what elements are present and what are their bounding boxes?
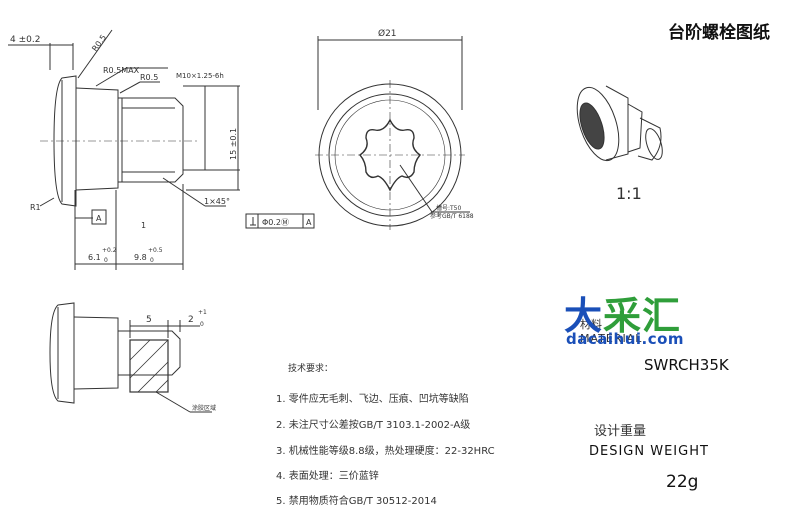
watermark-part1: 大 [564, 294, 604, 338]
dim-len-9-8-tol-up: +0.5 [148, 247, 163, 254]
dim-len-6-1-tol-up: +0.2 [102, 247, 117, 254]
tech-note-1: 1. 零件应无毛刺、飞边、压痕、凹坑等缺陷 [276, 394, 469, 405]
dim-thread: M10×1.25-6h [176, 72, 224, 80]
tech-heading: 技术要求： [288, 364, 334, 374]
dim-len-9-8: 9.8 [134, 253, 147, 262]
dim-top-width: 4 ±0.2 [10, 35, 40, 45]
dim-len-9-8-tol-dn: 0 [150, 257, 154, 264]
watermark-url[interactable]: dacaihui.com [566, 330, 685, 348]
dim-chamfer: 1×45° [204, 197, 230, 206]
socket-note-1: 槽号:T50 [436, 204, 462, 212]
dim-r05-max: R0.5MAX [103, 66, 140, 75]
coat-note: 涂胶区域 [192, 404, 216, 412]
material-label-cn: 材料 [580, 318, 602, 331]
weight-label-cn: 设计重量 [594, 424, 647, 439]
weight-label-en: DESIGN WEIGHT [589, 444, 709, 459]
dim-datum-a: A [96, 214, 102, 223]
dim-r05-b: R0.5 [140, 73, 158, 82]
scale-label: 1:1 [616, 184, 642, 203]
side-view [8, 29, 315, 270]
socket-note-2: 参考GB/T 6188 [430, 212, 474, 220]
material-value: SWRCH35K [644, 356, 729, 374]
front-view [315, 36, 470, 230]
tech-note-5: 5. 禁用物质符合GB/T 30512-2014 [276, 496, 437, 507]
dim-r1: R1 [30, 203, 41, 212]
iso-view [576, 85, 663, 162]
watermark-part2: 采汇 [603, 294, 682, 338]
dim-2: 2 [188, 315, 194, 325]
gtol-value: Φ0.2Ⓜ [262, 218, 289, 227]
dim-len-6-1: 6.1 [88, 253, 101, 262]
dim-len-6-1-tol-dn: 0 [104, 257, 108, 264]
dim-5: 5 [146, 315, 152, 325]
material-label-en: MATERIAL [580, 332, 643, 345]
gtol-datum: A [306, 218, 312, 227]
weight-value: 22g [666, 472, 699, 492]
dim-len-15: 15 ±0.1 [229, 128, 238, 160]
coating-view [49, 302, 212, 413]
tech-note-4: 4. 表面处理：三价蓝锌 [276, 471, 379, 482]
tech-note-3: 3. 机械性能等级8.8级，热处理硬度：22-32HRC [276, 446, 495, 457]
dim-label-1: 1 [141, 221, 146, 230]
dim-2-tol-dn: 0 [200, 321, 204, 328]
dim-2-tol-up: +1 [198, 309, 207, 316]
dim-diameter: Ø21 [378, 28, 397, 39]
dim-r05-a: R0.5 [90, 33, 108, 53]
tech-note-2: 2. 未注尺寸公差按GB/T 3103.1-2002-A级 [276, 420, 471, 431]
watermark-logo: 大采汇 [564, 285, 681, 340]
drawing-title: 台阶螺栓图纸 [668, 23, 770, 43]
